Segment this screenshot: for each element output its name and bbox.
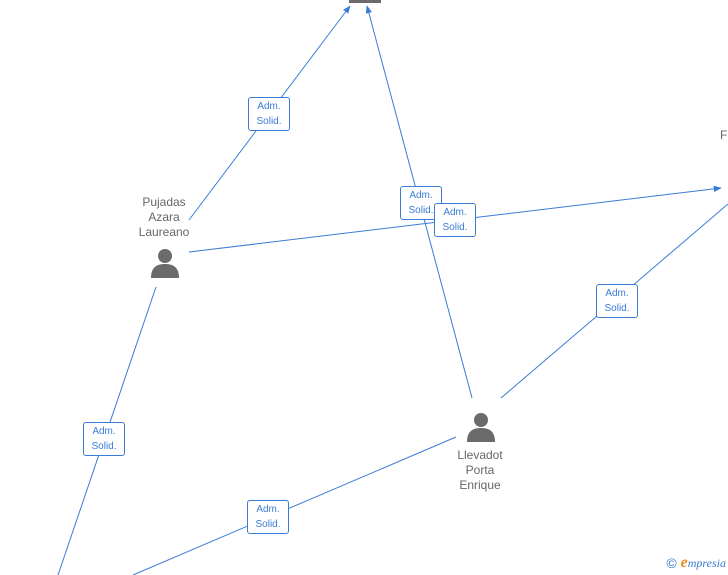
edge-label-line: Adm. — [443, 207, 467, 218]
person-name: Llevadot Porta Enrique — [425, 448, 535, 493]
edge-label-llevadot-bottom[interactable]: Adm. Solid. — [247, 500, 289, 534]
edge-llevadot-to-bottom-left — [132, 436, 457, 575]
edge-label-line: Adm. — [257, 101, 281, 112]
empresia-watermark: © e mpresia — [666, 554, 726, 572]
edge-label-line: Solid. — [256, 116, 282, 127]
copyright-icon: © — [666, 555, 677, 571]
edge-label-pujadas-bottom[interactable]: Adm. Solid. — [83, 422, 125, 456]
person-name-line: Porta — [465, 463, 495, 477]
brand-logo-initial: e — [680, 554, 688, 571]
company-building-icon[interactable] — [349, 0, 381, 3]
edge-label-line: Adm. — [409, 190, 433, 201]
edge-label-llevadot-right[interactable]: Adm. Solid. — [596, 284, 638, 318]
person-icon — [467, 413, 495, 442]
edge-label-line: Adm. — [605, 288, 629, 299]
edge-label-line: Solid. — [255, 519, 281, 530]
edge-label-line: Solid. — [442, 222, 468, 233]
company-name-partial: F — [720, 128, 728, 142]
edge-label-line: Adm. — [256, 504, 280, 515]
edge-label-line: Solid. — [91, 441, 117, 452]
edge-label-pujadas-right[interactable]: Adm. Solid. — [434, 203, 476, 237]
person-name-line: Llevadot — [457, 448, 503, 462]
edge-label-line: Solid. — [408, 205, 434, 216]
edge-label-pujadas-top[interactable]: Adm. Solid. — [248, 97, 290, 131]
edge-label-line: Adm. — [92, 426, 116, 437]
person-name-line: Enrique — [459, 478, 501, 492]
edge-label-line: Solid. — [604, 303, 630, 314]
brand-logo-text: mpresia — [687, 555, 726, 570]
person-name-line: Laureano — [138, 225, 190, 239]
person-name: Pujadas Azara Laureano — [109, 195, 219, 240]
person-name-line: Pujadas — [142, 195, 186, 209]
person-icon — [151, 249, 179, 278]
person-name-line: Azara — [148, 210, 180, 224]
